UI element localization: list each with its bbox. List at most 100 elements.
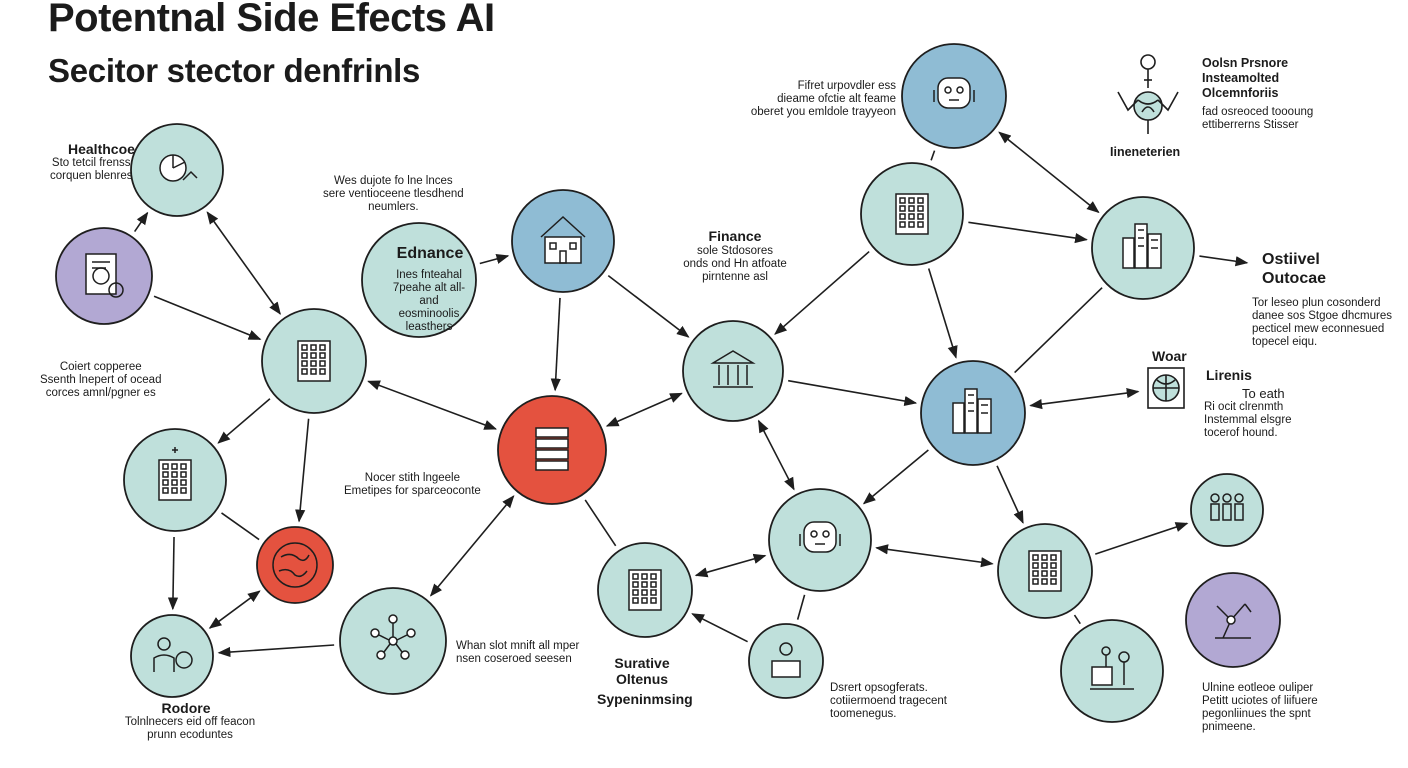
- rodore-heading: Rodore: [161, 700, 211, 716]
- page-subtitle: Secitor stector denfrinls: [48, 52, 421, 89]
- finance-heading: Finance: [708, 228, 762, 244]
- connector-line: [996, 465, 1024, 524]
- connector-line: [221, 512, 260, 541]
- lirenis-heading: Lirenis: [1206, 367, 1252, 383]
- lirenis-sub: To eath: [1242, 386, 1285, 401]
- lab-equipment-icon: [1090, 646, 1134, 690]
- globe-node: [256, 526, 334, 604]
- connector-line: [605, 392, 683, 427]
- office-building-icon: [297, 340, 331, 382]
- tall-buildings-icon: [628, 569, 662, 611]
- connector-line: [774, 250, 870, 335]
- connector-line: [796, 594, 806, 620]
- org-text: fad osreoced toooung ettiberrerns Stisse…: [1202, 106, 1314, 131]
- robot2-node: [768, 488, 872, 592]
- office-node: [261, 308, 367, 414]
- hospital-icon: [158, 447, 192, 501]
- connector-line: [927, 268, 958, 359]
- surative-heading: Surative Oltenus: [614, 655, 670, 687]
- people-circle: [1190, 473, 1264, 547]
- hospital-node: [123, 428, 227, 532]
- page-title: Potentnal Side Efects AI: [48, 0, 495, 40]
- org-heading: Oolsn Prsnore Insteamolted Olcemnforiis: [1202, 56, 1289, 100]
- towers2-node: [997, 523, 1093, 619]
- skyscraper-city-icon: [1122, 223, 1162, 269]
- chart-check-icon: [159, 154, 198, 182]
- top-right-text: Fifret urpovdler ess dieame ofctie alt f…: [750, 80, 896, 118]
- worker-node: [748, 623, 824, 699]
- network-node: [339, 587, 447, 695]
- innovation-heading: Iineneterien: [1110, 145, 1181, 159]
- industrial-skyline-icon: [952, 388, 992, 434]
- connector-line: [930, 150, 936, 161]
- tall-buildings-icon: [1028, 550, 1062, 592]
- network-nodes-icon: [370, 614, 416, 660]
- robot-arm-node: [1185, 572, 1281, 668]
- connector-line: [862, 449, 929, 505]
- connector-line: [429, 495, 515, 597]
- document-node: [55, 227, 153, 325]
- doctor-circle: [130, 614, 214, 698]
- outcome-text: Tor leseo plun cosonderd danee sos Stgoe…: [1252, 297, 1393, 348]
- finance-text: sole Stdosores onds ond Hn atfoate pirnt…: [683, 245, 787, 283]
- connector-line: [584, 499, 617, 547]
- connector-line: [691, 613, 748, 643]
- healthcare-text: Sto tetcil frenss corquen blenres: [50, 157, 133, 182]
- connector-line: [295, 418, 310, 523]
- healthcare-node: [130, 123, 224, 217]
- server-stack-icon: [535, 427, 569, 471]
- left-mid-text: Coiert copperee Ssenth lnepert of ocead …: [40, 361, 162, 399]
- connector-line: [998, 131, 1100, 214]
- doctor-node: [130, 614, 214, 698]
- connector-lines: [133, 131, 1249, 658]
- center-text: Nocer stith lngeele Emetipes for sparceo…: [344, 472, 481, 497]
- bank-cloud-icon: [710, 350, 756, 388]
- bottom-far-right-text: Ulnine eotleoe ouliper Petitt uciotes of…: [1202, 682, 1318, 733]
- robot-arm-icon: [1215, 603, 1252, 639]
- sypen-heading: Sypeninmsing: [597, 691, 693, 707]
- ednance-circle: [361, 222, 477, 338]
- world-map-icon: [272, 542, 318, 588]
- connector-line: [1199, 255, 1249, 267]
- connector-line: [133, 211, 149, 232]
- connector-line: [1073, 614, 1081, 625]
- certificate-gear-icon: [85, 253, 124, 298]
- city-node: [1091, 196, 1195, 300]
- bank-node: [682, 320, 784, 422]
- people-node: [1190, 473, 1264, 547]
- connector-line: [217, 644, 335, 658]
- connector-line: [208, 590, 261, 629]
- connector-line: [550, 297, 561, 392]
- house-node: [511, 189, 615, 293]
- connector-line: [1029, 387, 1140, 410]
- connector-line: [367, 380, 497, 430]
- warehouse-node: [860, 162, 964, 266]
- wear-heading: Woar: [1152, 348, 1187, 364]
- outcome-heading: Ostiivel Outocae: [1262, 251, 1327, 287]
- towers-node: [597, 542, 693, 638]
- healthcare-heading: Healthcoe: [68, 141, 135, 157]
- bank-circle: [682, 320, 784, 422]
- ednance-heading: Ednance: [396, 245, 464, 262]
- connector-line: [607, 274, 690, 338]
- globe-frame-icon: [1147, 367, 1185, 409]
- connector-line: [1014, 287, 1103, 374]
- connector-line: [153, 295, 262, 340]
- lightbulb-globe-icon: [1117, 54, 1179, 134]
- connector-line: [757, 419, 795, 491]
- ednance-node: [361, 222, 477, 338]
- globe-circle: [256, 526, 334, 604]
- worker-computer-icon: [771, 642, 801, 678]
- people-group-icon: [1210, 493, 1244, 521]
- server-node: [497, 395, 607, 505]
- doctor-patient-icon: [153, 637, 193, 672]
- robot-node: [901, 43, 1007, 149]
- lab-node: [1060, 619, 1164, 723]
- robot-head-icon: [933, 77, 975, 109]
- connector-line: [479, 253, 510, 265]
- ednance-text: Ines fnteahal 7peahe alt all- and eosmin…: [392, 269, 466, 333]
- rodore-text: Tolnlnecers eid off feacon prunn ecodunt…: [124, 716, 256, 741]
- connector-line: [206, 211, 281, 315]
- robot-headset-icon: [799, 521, 841, 553]
